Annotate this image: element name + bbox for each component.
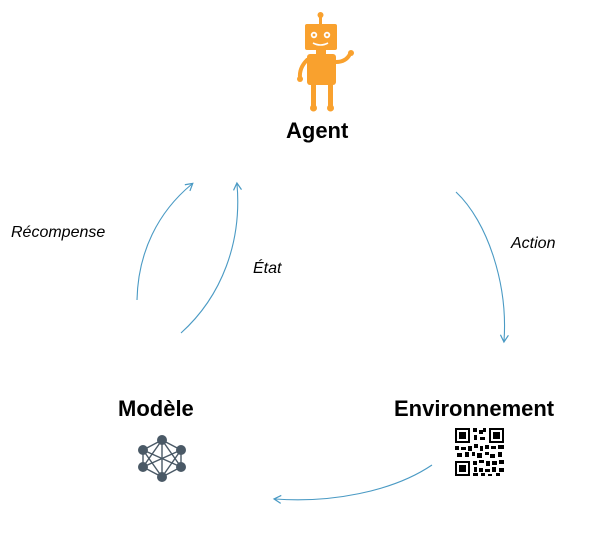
model-label: Modèle [118, 396, 194, 421]
qr-code-icon [455, 428, 504, 476]
action-label: Action [511, 235, 556, 252]
agent-label: Agent [286, 118, 349, 143]
environment-to-model-arrow [272, 464, 433, 504]
state-arrow [180, 181, 242, 334]
environment-label: Environnement [394, 396, 555, 421]
state-label: État [253, 260, 282, 277]
robot-icon [297, 12, 354, 112]
reward-arrow [136, 182, 194, 301]
reward-label: Récompense [11, 224, 106, 241]
network-icon [138, 435, 186, 482]
action-arrow [455, 191, 509, 344]
